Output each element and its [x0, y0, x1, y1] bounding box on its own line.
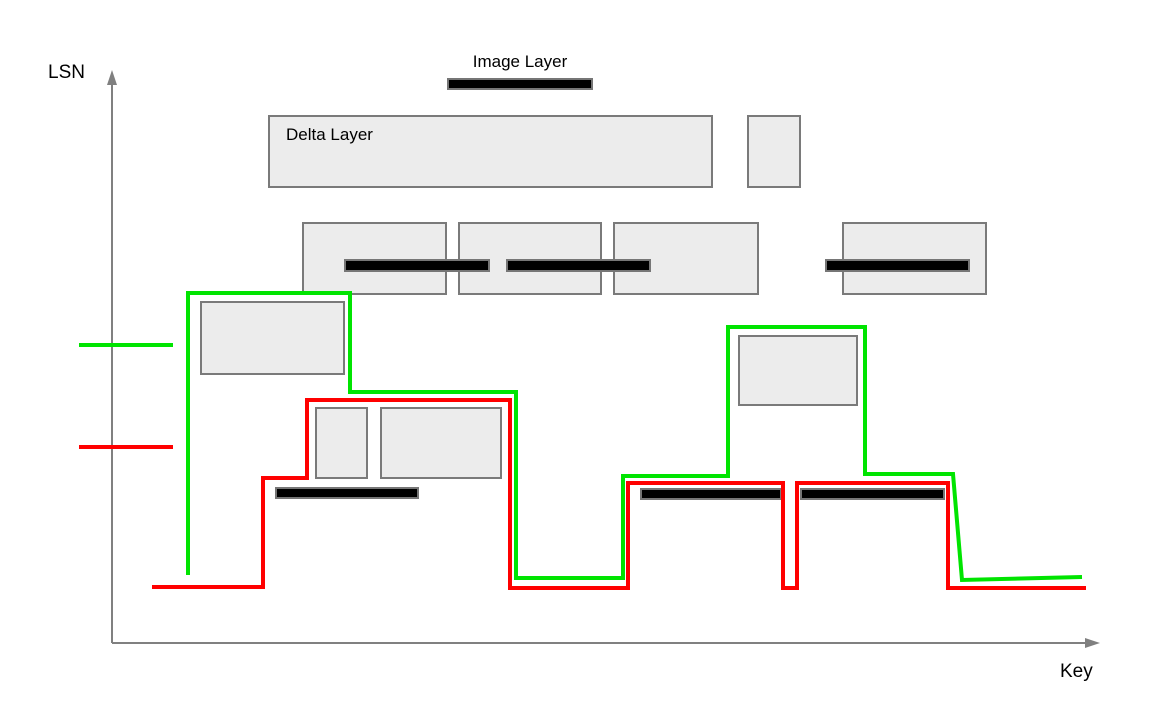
- delta-box-small-left: [315, 407, 368, 479]
- delta-box-mid-left: [200, 301, 345, 375]
- image-layer-bar-row2-1: [344, 259, 490, 272]
- key-axis-label: Key: [1060, 661, 1093, 682]
- delta-box-small-right: [380, 407, 502, 479]
- image-layer-bar-bottom-3: [800, 488, 945, 500]
- x-axis-arrow-icon: [1085, 638, 1100, 648]
- image-layer-bar-row2-3: [825, 259, 970, 272]
- y-axis-arrow-icon: [107, 70, 117, 85]
- red-branch-line: [152, 398, 1086, 590]
- delta-box-row2-3: [613, 222, 759, 295]
- green-branch-line: [186, 291, 1083, 583]
- delta-box-bump-right: [738, 335, 858, 406]
- delta-box-row2-2: [458, 222, 602, 295]
- delta-layer-label: Delta Layer: [286, 125, 373, 144]
- image-layer-label: Image Layer: [472, 52, 568, 71]
- lsn-axis-label: LSN: [48, 62, 85, 83]
- image-layer-bar-row2-2: [506, 259, 651, 272]
- image-layer-bar-bottom-1: [275, 487, 419, 499]
- delta-box-row2-1: [302, 222, 447, 295]
- delta-layer-main-box: Delta Layer: [268, 115, 713, 188]
- image-layer-bar-top: [447, 78, 593, 90]
- delta-box-top-right: [747, 115, 801, 188]
- delta-box-row2-4: [842, 222, 987, 295]
